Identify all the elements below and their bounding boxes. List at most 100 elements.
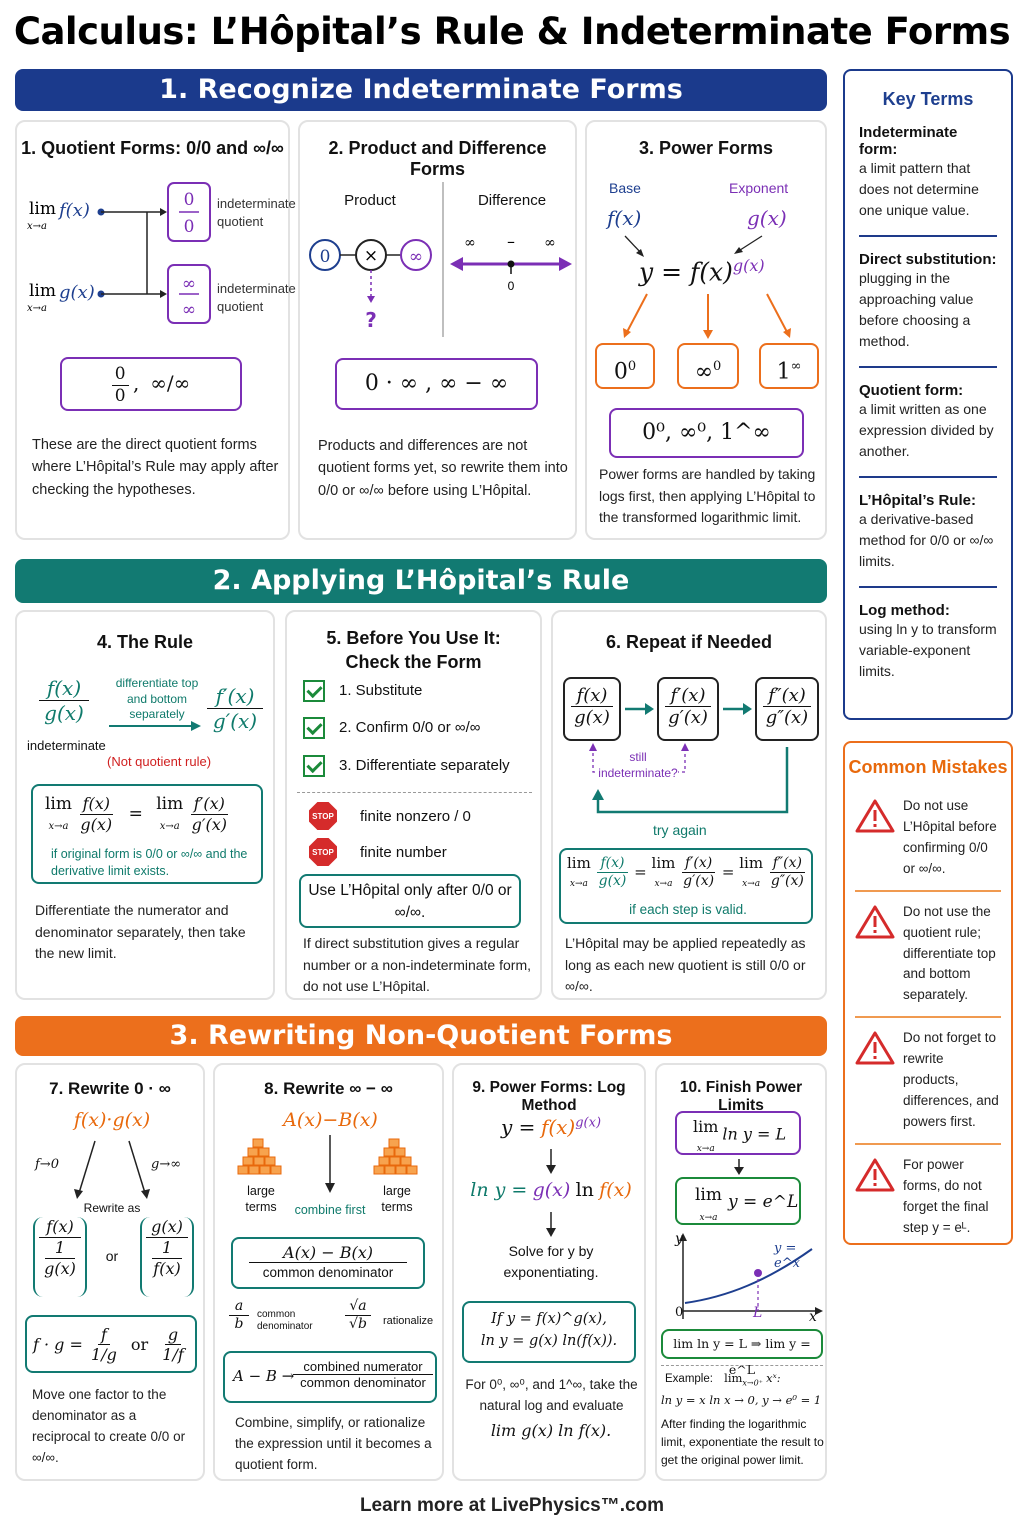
key-term-heading: Quotient form: <box>859 382 964 399</box>
exp-curve-graph <box>679 1233 823 1319</box>
exponent-label: Exponent <box>729 180 789 196</box>
svg-text:0: 0 <box>320 247 331 267</box>
card-quotient-forms: 1. Quotient Forms: 0/0 and ∞/∞ lim x→a f… <box>15 120 296 540</box>
step-box-2: f′(x)g′(x) <box>657 677 719 741</box>
log-line: ln y = g(x) ln f(x) <box>470 1179 632 1201</box>
step-box-1: f(x)g(x) <box>563 677 621 741</box>
base-fx: f(x) <box>607 206 642 230</box>
power-eq-base: y = f(x) <box>639 257 733 287</box>
key-term-heading: Direct substitution: <box>859 251 997 268</box>
stop-icon: STOP <box>309 802 337 830</box>
card-text: Power forms are handled by taking logs f… <box>599 466 816 526</box>
key-term-definition: using ln y to transform variable-exponen… <box>859 621 997 679</box>
sqrt-fraction: √a√b <box>345 1298 371 1333</box>
or-label: or <box>105 1248 119 1264</box>
product-difference-diagram: 0 × ∞ ? ∞ – ∞ 0 <box>309 182 572 337</box>
mistake-item: Do not use the quotient rule; differenti… <box>855 892 1001 1017</box>
svg-text:0: 0 <box>184 190 195 210</box>
footer-link[interactable]: Learn more at LivePhysics™.com <box>359 1495 665 1516</box>
warning-icon <box>855 1158 895 1192</box>
differentiate-label: differentiate top and bottom separately <box>115 676 199 722</box>
log-limit-expr: lim g(x) ln f(x). <box>490 1421 612 1440</box>
rule-fraction: f(x) g(x) <box>39 676 89 725</box>
use-lhopital-box: Use L’Hôpital only after 0/0 or ∞/∞. <box>299 874 521 928</box>
large-terms-right: large terms <box>381 1184 413 1215</box>
power-line: y = f(x)g(x) <box>500 1115 602 1139</box>
common-denominator-label: common denominator <box>257 1309 313 1332</box>
log-method-box: If y = f(x)^g(x), ln y = g(x) ln(f(x)). <box>462 1301 636 1363</box>
key-term-heading: Log method: <box>859 602 950 619</box>
difference-expr: A(x)−B(x) <box>283 1109 378 1131</box>
card-title: 9. Power Forms: Log Method <box>472 1079 626 1114</box>
section-1-banner: 1. Recognize Indeterminate Forms <box>15 69 827 111</box>
svg-text:∞: ∞ <box>182 300 196 320</box>
svg-text:lim: lim <box>29 281 56 301</box>
card-title: 6. Repeat if Needed <box>605 632 773 652</box>
indeterminate-label: indeterminate <box>27 738 106 753</box>
not-quotient-rule: (Not quotient rule) <box>107 754 212 769</box>
combined-numerator-box: A − B → combined numerator common denomi… <box>223 1351 437 1403</box>
key-term-definition: a limit pattern that does not determine … <box>859 160 979 218</box>
svg-text:0: 0 <box>184 217 195 237</box>
key-term-item: Quotient form: a limit written as one exp… <box>859 382 997 462</box>
warning-icon <box>855 905 895 939</box>
form-1-inf: 1∞ <box>759 343 819 389</box>
card-text: Differentiate the numerator and denomina… <box>35 902 246 962</box>
svg-text:∞: ∞ <box>409 247 423 267</box>
combine-first-label: combine first <box>294 1203 366 1217</box>
summary-text: ∞/∞ <box>150 371 191 395</box>
y-axis-label: y <box>675 1231 683 1247</box>
x-axis-label: x <box>809 1309 817 1325</box>
example-row: Example: limx→0⁺ xˣ: <box>665 1371 781 1388</box>
rule-condition: if original form is 0/0 or ∞/∞ and the d… <box>51 847 248 878</box>
exponent-gx: g(x) <box>747 206 787 230</box>
mistakes-list: Do not use L’Hôpital before confirming 0… <box>845 778 1011 1249</box>
common-mistakes-title: Common Mistakes <box>848 757 1008 777</box>
form-0-0: 00 <box>595 343 655 389</box>
common-denominator-box: A(x) − B(x) common denominator <box>231 1237 425 1289</box>
rewrite-option-2: g(x) 1 f(x) <box>140 1217 194 1297</box>
svg-text:0: 0 <box>508 279 515 293</box>
card-repeat-if-needed: 6. Repeat if Needed f(x)g(x) f′(x)g′(x) … <box>551 610 827 1000</box>
card-rewrite-zero-times-inf: 7. Rewrite 0 · ∞ f(x)·g(x) f→0 g→∞ Rewri… <box>15 1063 205 1481</box>
origin-label: 0 <box>675 1305 684 1320</box>
L-label: L <box>753 1305 763 1321</box>
rewrite-option-1: f(x) 1 g(x) <box>33 1217 87 1297</box>
lim-sub: x→a <box>27 221 47 232</box>
warning-icon <box>855 799 895 833</box>
f-to-zero: f→0 <box>35 1157 59 1172</box>
rule-derivative-fraction: f′(x) g′(x) <box>207 684 263 733</box>
indeterminate-label-1: indeterminate quotient <box>217 196 296 230</box>
curve-label: y = e^x <box>774 1241 800 1271</box>
card-text: For 0⁰, ∞⁰, and 1^∞, take the natural lo… <box>465 1377 638 1413</box>
section-3-banner: 3. Rewriting Non-Quotient Forms <box>15 1016 827 1056</box>
card-title: 5. Before You Use It: Check the Form <box>326 628 501 673</box>
card-text: Combine, simplify, or rationalize the ex… <box>235 1415 432 1472</box>
solve-label: Solve for y by exponentiating. <box>503 1243 599 1280</box>
svg-text:∞: ∞ <box>464 235 476 251</box>
checklist-item-2: 2. Confirm 0/0 or ∞/∞ <box>303 717 480 739</box>
key-term-definition: a limit written as one expression divide… <box>859 401 994 459</box>
key-term-definition: plugging in the approaching value before… <box>859 270 974 349</box>
stop-icon: STOP <box>309 838 337 866</box>
key-terms-list: Indeterminate form:a limit pattern that … <box>845 110 1011 682</box>
checklist-item-3: 3. Differentiate separately <box>303 755 510 777</box>
power-summary: 0⁰, ∞⁰, 1^∞ <box>609 408 804 458</box>
rewrite-as-label: Rewrite as <box>83 1201 141 1215</box>
power-equation: y = f(x)g(x) <box>639 256 765 287</box>
svg-text:×: × <box>364 246 378 266</box>
difference-label: Difference <box>477 192 547 209</box>
common-mistakes-panel: Common Mistakes Do not use L’Hôpital bef… <box>843 741 1013 1245</box>
mistake-item: For power forms, do not forget the final… <box>855 1145 1001 1249</box>
key-term-heading: L’Hôpital’s Rule: <box>859 492 976 509</box>
fx-label: f(x) <box>57 200 90 221</box>
product-label: Product <box>344 192 396 209</box>
key-term-item: L’Hôpital’s Rule:a derivative-based meth… <box>859 492 997 572</box>
mistake-text: For power forms, do not forget the final… <box>903 1156 989 1235</box>
base-label: Base <box>609 180 641 196</box>
card-text: Products and differences are not quotien… <box>318 438 568 499</box>
product-expr: f(x)·g(x) <box>73 1109 151 1131</box>
